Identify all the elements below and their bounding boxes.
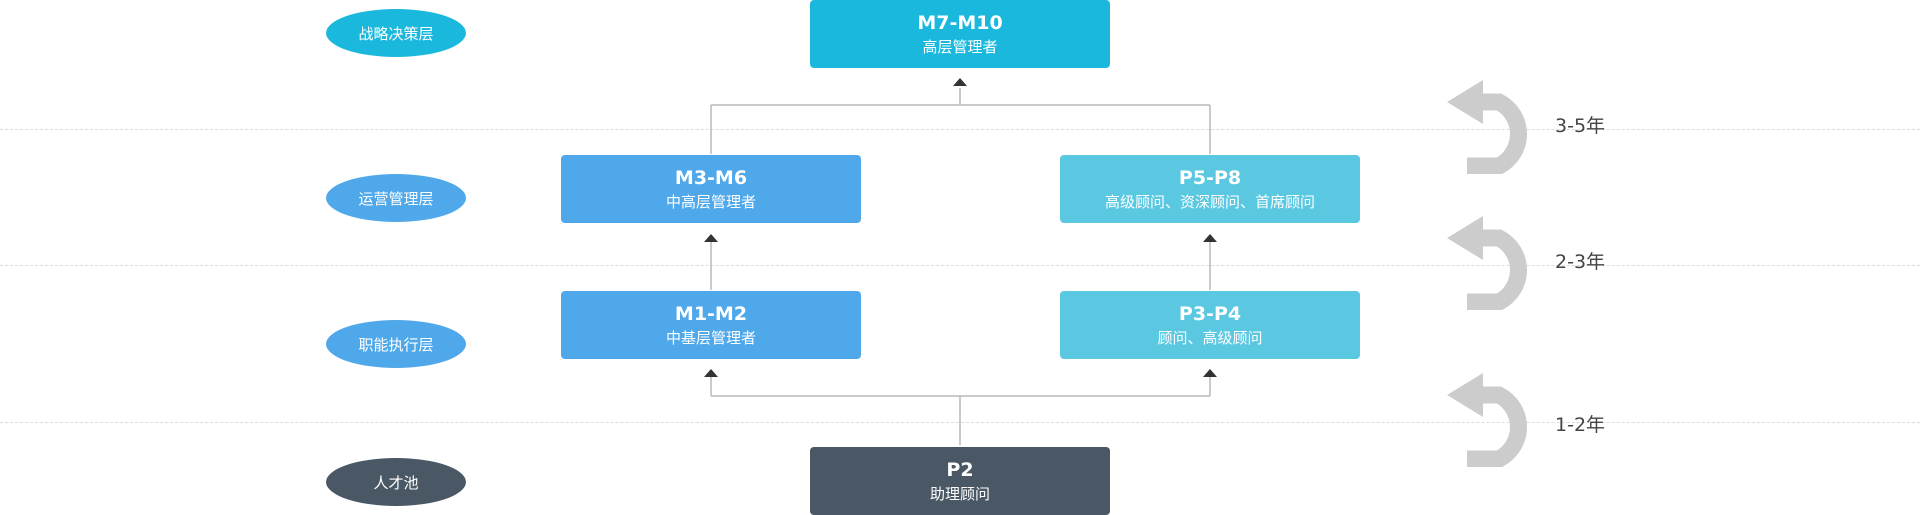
- box-title: 高级顾问、资深顾问、首席顾问: [1104, 192, 1315, 211]
- box-title: 高层管理者: [922, 37, 998, 56]
- level-divider: [0, 129, 1920, 130]
- box-p5-p8: P5-P8 高级顾问、资深顾问、首席顾问: [1060, 155, 1360, 223]
- box-code: P5-P8: [1178, 166, 1242, 189]
- level-oval-execution: 职能执行层: [326, 320, 466, 368]
- box-p2: P2 助理顾问: [810, 447, 1110, 515]
- level-oval-strategic: 战略决策层: [326, 9, 466, 57]
- box-title: 助理顾问: [929, 484, 990, 503]
- u-turn-arrow-icon: [1447, 80, 1527, 174]
- box-code: P3-P4: [1178, 302, 1242, 325]
- box-code: M7-M10: [917, 11, 1003, 34]
- box-m3-m6: M3-M6 中高层管理者: [561, 155, 861, 223]
- box-m7-m10: M7-M10 高层管理者: [810, 0, 1110, 68]
- arrowhead-icon: [704, 234, 718, 242]
- u-turn-arrow-icon: [1447, 373, 1527, 467]
- box-title: 顾问、高级顾问: [1157, 328, 1263, 347]
- arrowhead-icon: [1203, 369, 1217, 377]
- u-turn-arrow-icon: [1447, 216, 1527, 310]
- box-code: P2: [946, 458, 974, 481]
- box-p3-p4: P3-P4 顾问、高级顾问: [1060, 291, 1360, 359]
- arrowhead-icon: [953, 78, 967, 86]
- level-oval-operations: 运营管理层: [326, 174, 466, 222]
- arrowhead-icon: [704, 369, 718, 377]
- box-title: 中高层管理者: [665, 192, 756, 211]
- level-divider: [0, 265, 1920, 266]
- duration-label: 3-5年: [1555, 115, 1606, 137]
- box-title: 中基层管理者: [665, 328, 756, 347]
- box-m1-m2: M1-M2 中基层管理者: [561, 291, 861, 359]
- box-code: M3-M6: [674, 166, 748, 189]
- duration-label: 1-2年: [1555, 414, 1606, 436]
- duration-label: 2-3年: [1555, 251, 1606, 273]
- level-oval-talent-pool: 人才池: [326, 458, 466, 506]
- arrowhead-icon: [1203, 234, 1217, 242]
- box-code: M1-M2: [674, 302, 748, 325]
